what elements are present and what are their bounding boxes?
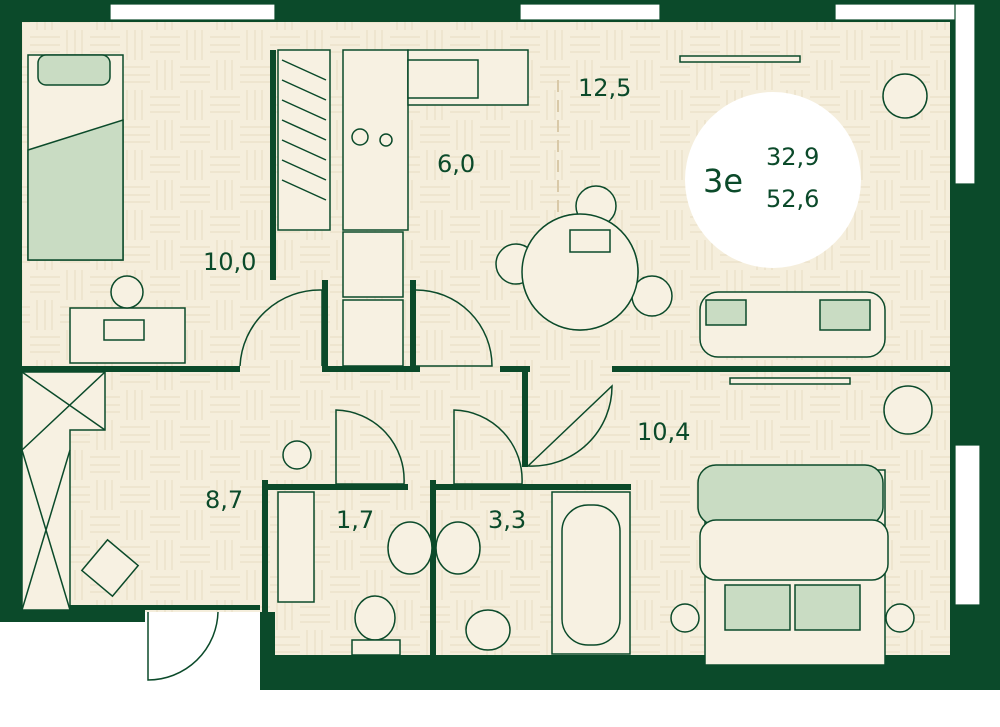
nightstand (885, 603, 915, 633)
dining-table (495, 185, 673, 331)
room-area-bathroom: 3,3 (488, 506, 526, 534)
nightstand (670, 603, 700, 633)
sofa (699, 291, 886, 358)
apartment-badge: 3е 32,9 52,6 (685, 92, 861, 268)
window (834, 3, 976, 21)
door-kitchen (415, 289, 493, 367)
room-area-hallway: 8,7 (205, 486, 243, 514)
window (954, 3, 976, 185)
bed-double (697, 464, 889, 666)
plant (883, 385, 933, 435)
tv-bedroom (729, 377, 851, 385)
doors[interactable] (147, 289, 613, 681)
door-bedroom-small (239, 289, 323, 367)
room-area-bedroom-small: 10,0 (203, 248, 256, 276)
door-bedroom-large (527, 384, 613, 467)
room-area-bedroom-large: 10,4 (637, 418, 690, 446)
bathroom-fixtures (435, 491, 631, 655)
windows (109, 3, 981, 606)
door-entrance (147, 611, 219, 681)
hallway-wardrobe (21, 371, 106, 611)
window (519, 3, 661, 21)
shoe-cabinet (277, 491, 315, 603)
armchair (80, 538, 140, 598)
bed-single (27, 54, 124, 261)
room-area-living: 12,5 (578, 74, 631, 102)
wardrobe (277, 49, 331, 231)
living-area: 32,9 (766, 143, 819, 171)
tv-living (679, 55, 801, 63)
door-bathroom (453, 409, 523, 485)
plant (882, 73, 928, 119)
window (109, 3, 276, 21)
plant (282, 440, 312, 470)
kitchen-counter (342, 49, 529, 367)
toilet-room-fixtures (351, 521, 433, 656)
door-toilet (335, 409, 405, 485)
desk (69, 275, 186, 364)
apartment-type: 3е (703, 162, 743, 200)
room-area-toilet: 1,7 (336, 506, 374, 534)
total-area: 52,6 (766, 185, 819, 213)
room-area-kitchen: 6,0 (437, 150, 475, 178)
interior-walls (22, 50, 950, 655)
window (954, 444, 981, 606)
